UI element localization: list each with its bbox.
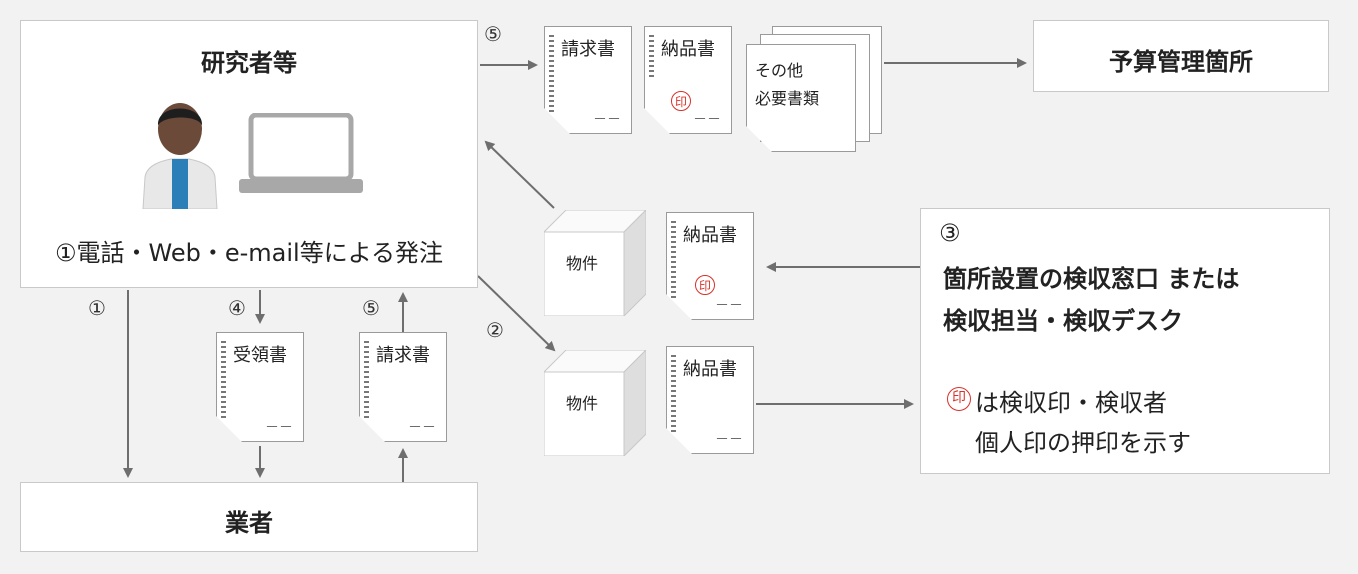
delivery-slip-label: 納品書 (683, 225, 737, 246)
step-1: ① (88, 296, 106, 320)
laptop-icon (239, 113, 363, 193)
doc-dash: －－ (593, 112, 621, 128)
seal-note-line1: は検収印・検収者 (975, 389, 1167, 417)
seal-icon: 印 (671, 91, 691, 111)
text-lines-icon (671, 355, 676, 435)
doc-dash: －－ (715, 432, 743, 448)
inspection-line2: 検収担当・検収デスク (943, 307, 1183, 335)
researcher-box: 研究者等 ①電話・Web・e-mail等による発注 (20, 20, 478, 288)
doc-dash: －－ (715, 298, 743, 314)
inspection-line1: 箇所設置の検収窓口 または (943, 265, 1240, 293)
seal-icon: 印 (695, 275, 715, 295)
arrow-goods-to-researcher (484, 140, 555, 209)
other-documents-label-2: 必要書類 (755, 89, 820, 108)
text-lines-icon (671, 221, 676, 301)
arrow-researcher-to-goods (477, 275, 556, 352)
goods-box-lower (544, 350, 646, 456)
invoice-label: 請求書 (376, 345, 430, 366)
step-4: ④ (228, 296, 246, 320)
text-lines-icon (364, 341, 369, 421)
goods-label-upper: 物件 (566, 254, 599, 273)
step-5-top: ⑤ (484, 22, 502, 46)
vendor-box: 業者 (20, 482, 478, 552)
delivery-slip-label: 納品書 (683, 359, 737, 380)
delivery-slip-lower: 納品書 －－ (666, 346, 754, 454)
researcher-title: 研究者等 (201, 49, 297, 77)
receipt-label: 受領書 (233, 345, 287, 366)
inspection-step-number: ③ (939, 219, 961, 247)
seal-note-line2: 個人印の押印を示す (975, 429, 1191, 457)
invoice-document-lower: 請求書 －－ (359, 332, 447, 442)
delivery-slip-top: 納品書 印 －－ (644, 26, 732, 134)
budget-office-box: 予算管理箇所 (1033, 20, 1329, 92)
other-documents-front: その他 必要書類 (746, 44, 856, 152)
other-documents-label-1: その他 (755, 61, 804, 80)
vendor-title: 業者 (225, 509, 273, 537)
receipt-document: 受領書 －－ (216, 332, 304, 442)
doc-dash: －－ (408, 420, 436, 436)
goods-box-upper (544, 210, 646, 316)
inspection-box: ③ 箇所設置の検収窓口 または 検収担当・検収デスク 印 は検収印・検収者 個人… (920, 208, 1330, 474)
stamped-delivery-slip: 納品書 印 －－ (666, 212, 754, 320)
budget-office-title: 予算管理箇所 (1109, 48, 1253, 76)
order-method-text: ①電話・Web・e-mail等による発注 (55, 239, 443, 267)
delivery-slip-label: 納品書 (661, 39, 715, 60)
invoice-document-top: 請求書 －－ (544, 26, 632, 134)
step-2: ② (486, 318, 504, 342)
step-5-lower: ⑤ (362, 296, 380, 320)
doc-dash: －－ (693, 112, 721, 128)
text-lines-icon (649, 35, 654, 79)
researcher-person-icon (142, 103, 218, 209)
text-lines-icon (221, 341, 226, 421)
goods-label-lower: 物件 (566, 394, 599, 413)
doc-dash: －－ (265, 420, 293, 436)
text-lines-icon (549, 35, 554, 115)
seal-icon: 印 (947, 387, 971, 411)
invoice-label: 請求書 (561, 39, 615, 60)
